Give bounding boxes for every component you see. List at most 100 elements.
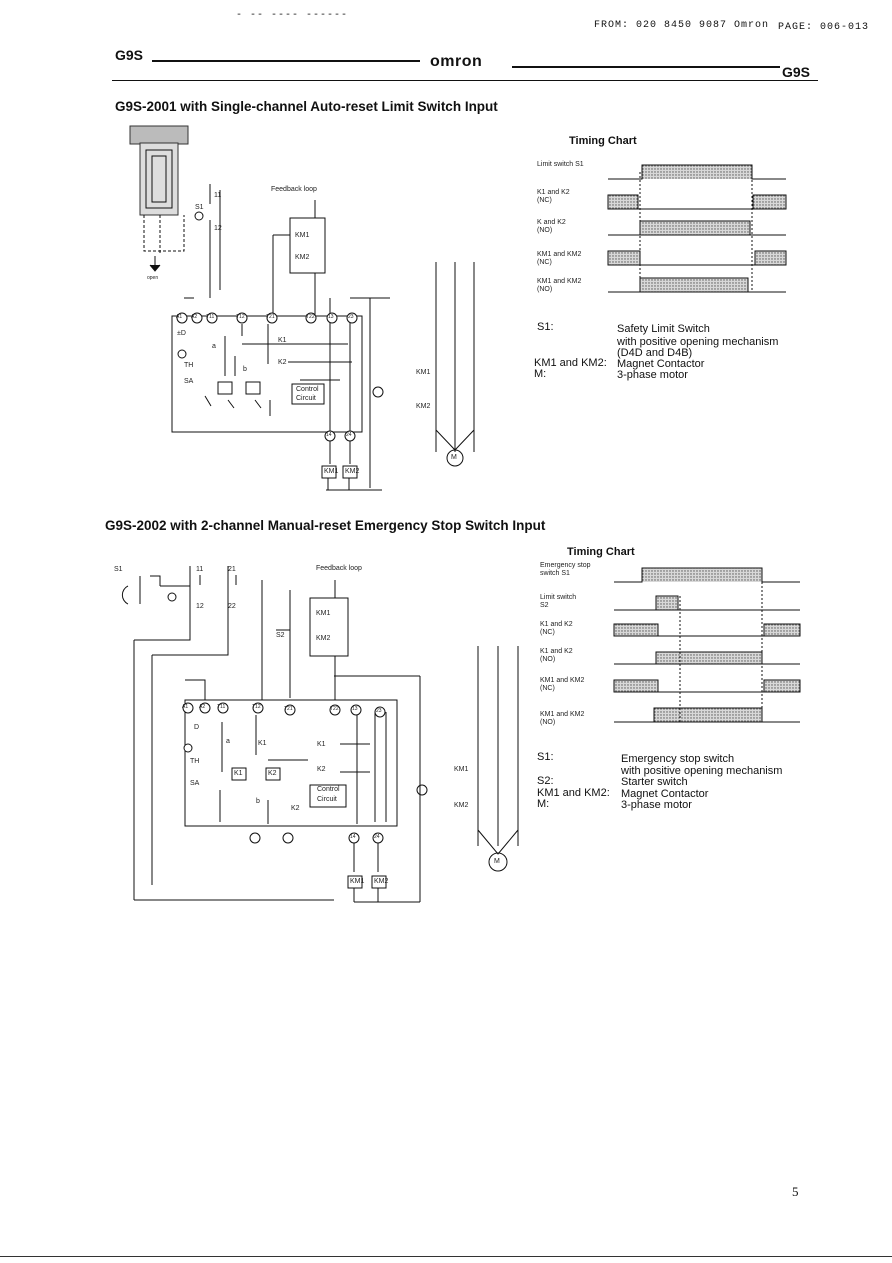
section1-title: G9S-2001 with Single-channel Auto-reset … <box>115 99 498 114</box>
s1-term-24: 24 <box>346 432 352 438</box>
s1-term-t21: T21 <box>266 314 275 320</box>
s1-a: a <box>212 343 216 350</box>
s1-control: Control <box>296 386 319 393</box>
s1-term-12: 12 <box>214 225 222 232</box>
s2-legend-key-4: M: <box>537 798 550 810</box>
s1-legend-text-2: (D4D and D4B) <box>617 347 693 359</box>
s2-fb-km2: KM2 <box>316 635 331 642</box>
s2-th: TH <box>190 758 200 765</box>
header-rule-left <box>152 60 420 62</box>
s2-term-24: 24 <box>374 834 380 840</box>
s1-k1: K1 <box>278 337 287 344</box>
s2-k1-inner: K1 <box>258 740 267 747</box>
fax-left-mark: - -- ---- ------ <box>236 10 349 21</box>
s1-term-a1: A1 <box>176 314 183 320</box>
open-label: open <box>147 275 159 281</box>
header-left-model: G9S <box>115 47 144 63</box>
s2-circuit: Circuit <box>317 796 337 803</box>
s2-term-21: 21 <box>228 566 236 573</box>
s1-term-t11: T11 <box>206 314 215 320</box>
s1-term-t22: T22 <box>306 314 315 320</box>
s1-term-13: 13 <box>328 314 334 320</box>
s2-sig-5: KM1 and KM2(NO) <box>540 711 585 726</box>
s1-legend-key-0: S1: <box>537 321 554 333</box>
s2-term-t11: T11 <box>217 704 226 710</box>
s2-control: Control <box>317 786 340 793</box>
s1-k2: K2 <box>278 359 287 366</box>
s1-legend-text-4: 3-phase motor <box>617 369 688 381</box>
s2-term-t12: T12 <box>252 704 261 710</box>
s2-term-13: 13 <box>352 706 358 712</box>
s2-s2-label: S2 <box>276 632 285 639</box>
s1-term-14: 14 <box>326 432 332 438</box>
s1-legend-text-0: Safety Limit Switch <box>617 323 710 335</box>
s2-term-11: 11 <box>196 566 204 573</box>
header-underline <box>112 80 818 81</box>
s2-sig-2: K1 and K2(NC) <box>540 621 573 636</box>
s1-legend-text-1: with positive opening mechanism <box>617 336 779 348</box>
s1-term-11: 11 <box>214 192 222 199</box>
s2-term-a2: A2 <box>199 704 206 710</box>
s2-k2: K2 <box>317 766 326 773</box>
s1-term-t12: T12 <box>236 314 245 320</box>
s1-motor-km1: KM1 <box>416 369 431 376</box>
page-number: 5 <box>792 1184 799 1199</box>
s2-term-13a: T22 <box>330 706 339 712</box>
s1-out-km2: KM2 <box>345 468 360 475</box>
s1-sig-2: K and K2(NO) <box>537 219 566 234</box>
s2-fb-km1: KM1 <box>316 610 331 617</box>
s1-legend-text-3: Magnet Contactor <box>617 358 705 370</box>
s2-legend-text-3: Magnet Contactor <box>621 788 709 800</box>
header-rule-right <box>512 66 780 68</box>
s2-legend-text-0: Emergency stop switch <box>621 753 735 765</box>
fax-from: FROM: 020 8450 9087 Omron <box>594 20 770 31</box>
s2-b: b <box>256 798 260 805</box>
s2-box-k1: K1 <box>234 770 243 777</box>
s1-motor-km2: KM2 <box>416 403 431 410</box>
s2-box-k2: K2 <box>268 770 277 777</box>
s1-timing-title: Timing Chart <box>569 135 637 147</box>
s1-fb-km2: KM2 <box>295 254 310 261</box>
s2-sig-4: KM1 and KM2(NC) <box>540 677 585 692</box>
s1-switch-label: S1 <box>195 204 204 211</box>
s2-term-t21: T21 <box>284 706 293 712</box>
s2-term-14: 14 <box>350 834 356 840</box>
s2-out-km1: KM1 <box>350 878 365 885</box>
s2-a: a <box>226 738 230 745</box>
s1-circuit: Circuit <box>296 395 316 402</box>
s1-pm: ±D <box>177 330 186 337</box>
s2-motor-km2: KM2 <box>454 802 469 809</box>
s2-legend-text-2: Starter switch <box>621 776 688 788</box>
s2-term-a1: A1 <box>182 704 189 710</box>
s2-out-km2: KM2 <box>374 878 389 885</box>
s1-sig-0: Limit switch S1 <box>537 161 584 168</box>
s2-legend-key-3: KM1 and KM2: <box>537 787 610 799</box>
s2-k1: K1 <box>317 741 326 748</box>
s2-s1-label: S1 <box>114 566 123 573</box>
bottom-rule <box>0 1256 892 1257</box>
s2-feedback-label: Feedback loop <box>316 565 362 572</box>
s2-motor-km1: KM1 <box>454 766 469 773</box>
s1-feedback-label: Feedback loop <box>271 186 317 193</box>
s1-sig-4: KM1 and KM2(NO) <box>537 278 582 293</box>
s2-term-22: 22 <box>228 603 236 610</box>
header-right-model: G9S <box>782 64 811 80</box>
s2-k2-inner: K2 <box>291 805 300 812</box>
s1-term-23: 23 <box>348 314 354 320</box>
s1-legend-key-4: M: <box>534 368 547 380</box>
s2-sa: SA <box>190 780 200 787</box>
s2-sig-3: K1 and K2(NO) <box>540 648 573 663</box>
s1-term-a2: A2 <box>191 314 198 320</box>
s2-legend-key-0: S1: <box>537 751 554 763</box>
s2-term-23: 23 <box>376 708 382 714</box>
s1-sig-1: K1 and K2(NC) <box>537 189 570 204</box>
s1-out-km1: KM1 <box>324 468 339 475</box>
s2-legend-text-1: with positive opening mechanism <box>621 765 783 777</box>
s2-timing-title: Timing Chart <box>567 546 635 558</box>
